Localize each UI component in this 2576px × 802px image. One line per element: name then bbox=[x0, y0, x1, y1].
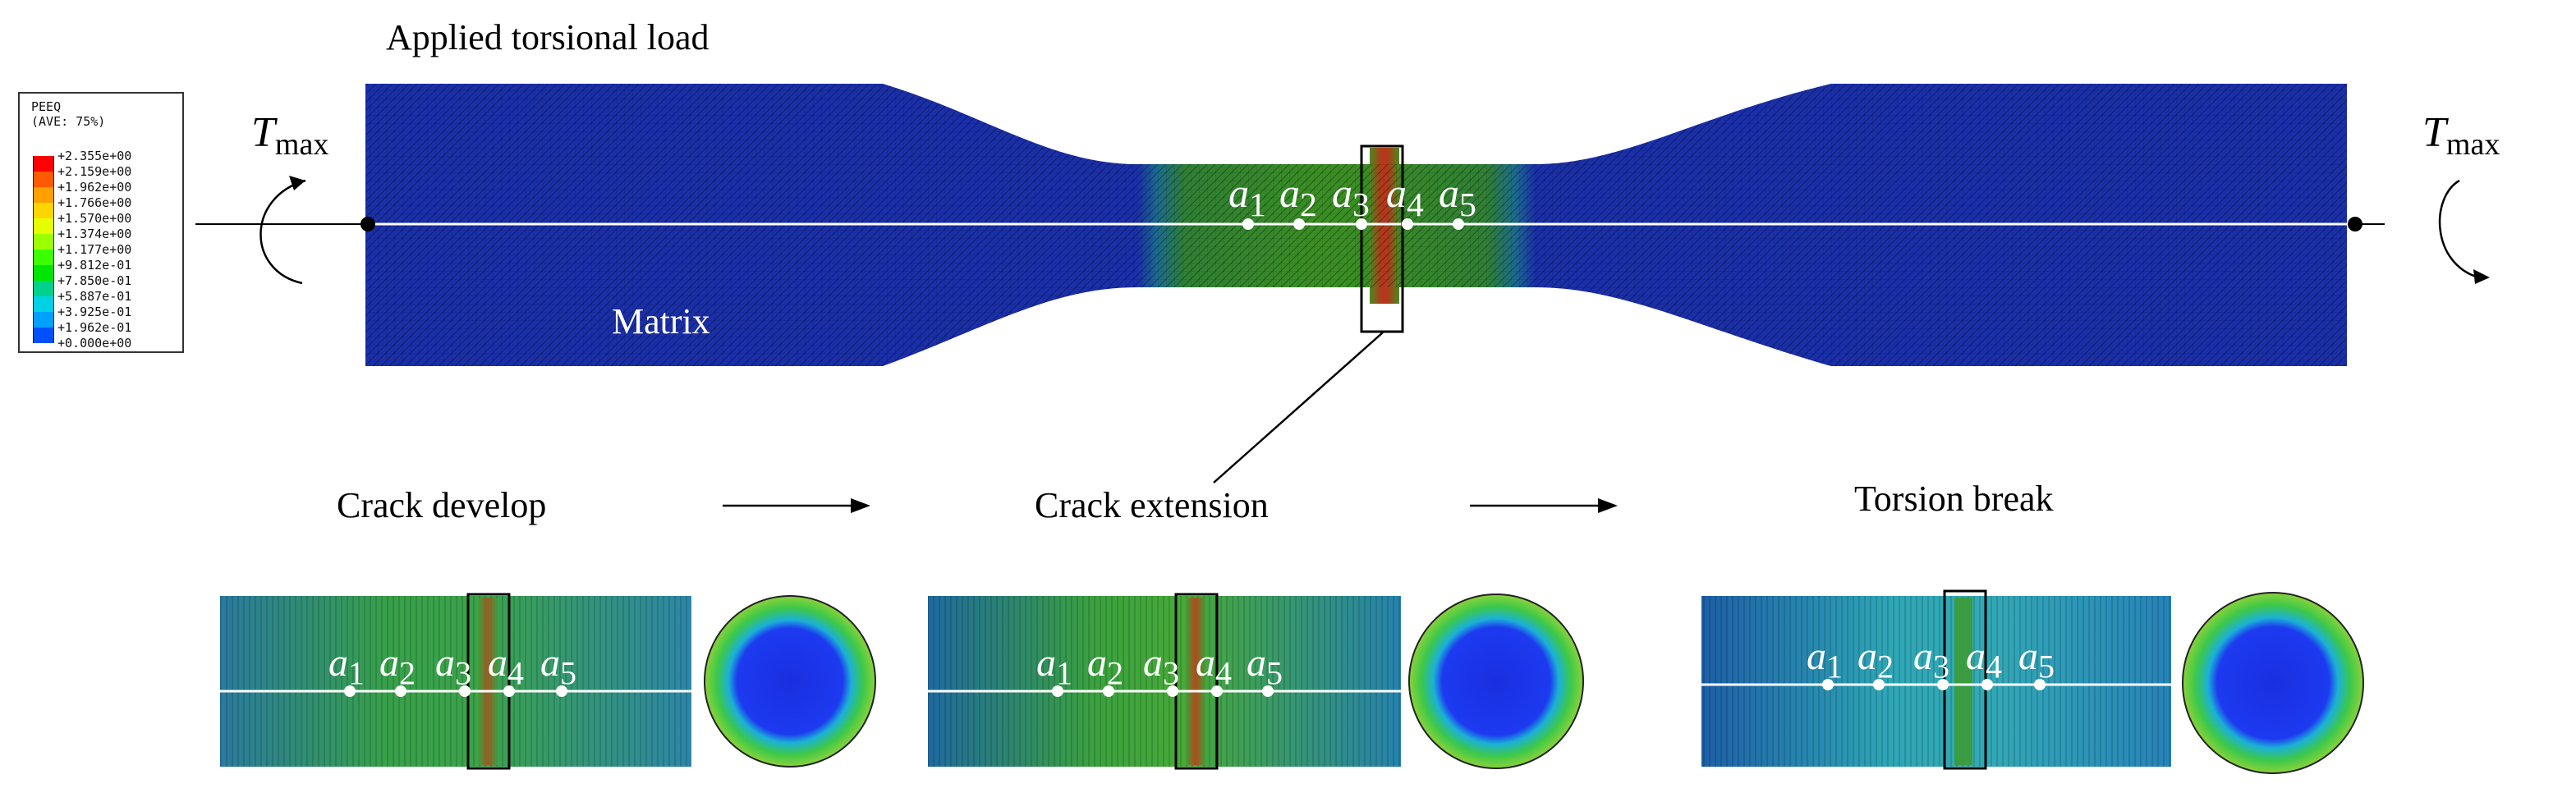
point-label: a4 bbox=[1386, 170, 1424, 224]
point-label: a2 bbox=[1087, 641, 1123, 692]
point-label: a3 bbox=[435, 641, 471, 692]
point-dot bbox=[1293, 218, 1305, 230]
torsion-arrow-right bbox=[2438, 179, 2490, 284]
point-label: a3 bbox=[1913, 635, 1949, 685]
zoom-leader-line bbox=[1213, 332, 1384, 483]
legend-swatch bbox=[33, 296, 54, 312]
legend-tick: +7.850e-01 bbox=[57, 273, 132, 288]
legend-swatch bbox=[33, 172, 54, 187]
torsion-arrow-left bbox=[259, 176, 306, 285]
points-stage-1 bbox=[344, 685, 567, 697]
point-label: a5 bbox=[1439, 170, 1476, 224]
stage-2-cross-section bbox=[1408, 593, 1584, 769]
point-dot bbox=[1356, 218, 1367, 230]
point-label: a3 bbox=[1332, 170, 1370, 224]
point-label: a2 bbox=[1279, 170, 1317, 224]
legend-swatch bbox=[33, 218, 54, 234]
point-label: a2 bbox=[1857, 635, 1894, 685]
legend-tick: +1.766e+00 bbox=[57, 195, 132, 210]
point-dot bbox=[1242, 218, 1254, 230]
point-dot bbox=[1453, 218, 1464, 230]
points-stage-3 bbox=[1822, 679, 2046, 690]
legend-swatch bbox=[33, 250, 54, 265]
legend-tick: +0.000e+00 bbox=[57, 336, 132, 351]
figure-title: Applied torsional load bbox=[386, 17, 709, 57]
point-dot bbox=[459, 685, 471, 697]
torque-label-left: Tmax bbox=[251, 109, 329, 162]
point-label: a1 bbox=[1807, 635, 1843, 685]
points-main bbox=[1242, 218, 1464, 230]
point-dot bbox=[395, 685, 406, 697]
point-dot bbox=[1167, 685, 1178, 697]
axis-end-right bbox=[2348, 217, 2362, 231]
legend-tick: +5.887e-01 bbox=[57, 289, 132, 304]
point-dot bbox=[1937, 679, 1949, 690]
point-dot bbox=[1262, 685, 1274, 697]
point-dot bbox=[1822, 679, 1834, 690]
matrix-label: Matrix bbox=[612, 301, 710, 341]
point-label: a3 bbox=[1143, 641, 1179, 692]
legend-tick: +1.962e-01 bbox=[57, 320, 132, 335]
legend-colorbar bbox=[33, 156, 54, 343]
stage-1-specimen bbox=[220, 593, 691, 770]
legend-tick: +2.159e+00 bbox=[57, 164, 132, 179]
legend-tick: +2.355e+00 bbox=[57, 149, 132, 163]
point-label: a5 bbox=[2018, 635, 2055, 685]
legend-subtitle: (AVE: 75%) bbox=[31, 114, 106, 129]
legend-swatch bbox=[33, 312, 54, 328]
stage-label-crack-develop: Crack develop bbox=[337, 485, 547, 525]
legend-swatch bbox=[33, 328, 54, 343]
legend-tick: +1.177e+00 bbox=[57, 242, 132, 257]
point-dot bbox=[1873, 679, 1885, 690]
legend-tick: +1.570e+00 bbox=[57, 211, 132, 226]
point-label: a4 bbox=[1196, 641, 1232, 692]
point-dot bbox=[1402, 218, 1413, 230]
stage-1-crack-box bbox=[466, 593, 511, 770]
points-stage-2 bbox=[1052, 685, 1274, 697]
point-label: a1 bbox=[328, 641, 365, 692]
stage-label-torsion-break: Torsion break bbox=[1854, 479, 2054, 519]
point-dot bbox=[344, 685, 356, 697]
torque-label-right: Tmax bbox=[2422, 109, 2500, 162]
stage-2-crack-box bbox=[1174, 593, 1219, 770]
legend-swatch bbox=[33, 281, 54, 296]
axis-end-left bbox=[360, 217, 375, 231]
legend-tick: +1.962e+00 bbox=[57, 180, 132, 195]
legend-tick: +3.925e-01 bbox=[57, 305, 132, 319]
stage-3-cross-section bbox=[2182, 592, 2364, 774]
legend-tick: +9.812e-01 bbox=[57, 258, 132, 273]
point-label: a2 bbox=[379, 641, 416, 692]
legend-tick: +1.374e+00 bbox=[57, 227, 132, 241]
point-label: a4 bbox=[488, 641, 524, 692]
contour-legend: PEEQ (AVE: 75%) +2.355e+00 +2.159e+00 +1… bbox=[18, 92, 184, 353]
stage-3-specimen bbox=[1701, 589, 2171, 770]
stage-1-cross-section bbox=[704, 595, 876, 768]
stage-2-specimen bbox=[928, 593, 1401, 770]
stage-arrow-1 bbox=[723, 498, 870, 513]
point-label: a1 bbox=[1228, 170, 1266, 224]
point-label: a4 bbox=[1966, 635, 2002, 685]
stage-label-crack-extension: Crack extension bbox=[1035, 485, 1269, 525]
point-label: a1 bbox=[1036, 641, 1072, 692]
legend-swatch bbox=[33, 187, 54, 203]
legend-title: PEEQ bbox=[31, 99, 62, 114]
point-dot bbox=[2034, 679, 2046, 690]
stage-arrow-2 bbox=[1470, 498, 1618, 513]
point-dot bbox=[556, 685, 567, 697]
legend-swatch bbox=[33, 203, 54, 218]
point-dot bbox=[1103, 685, 1114, 697]
point-dot bbox=[1052, 685, 1063, 697]
specimen-main bbox=[195, 84, 2385, 483]
legend-swatch bbox=[33, 265, 54, 281]
legend-swatch bbox=[33, 156, 54, 172]
point-dot bbox=[1211, 685, 1223, 697]
point-dot bbox=[1981, 679, 1993, 690]
point-label: a5 bbox=[1247, 641, 1283, 692]
legend-swatch bbox=[33, 234, 54, 250]
crack-highlight-box bbox=[1360, 144, 1404, 333]
point-label: a5 bbox=[540, 641, 576, 692]
point-dot bbox=[503, 685, 515, 697]
